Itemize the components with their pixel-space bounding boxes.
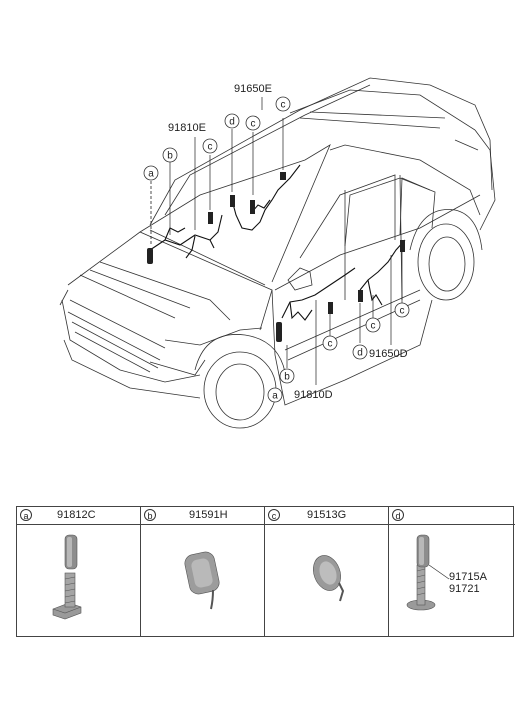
- parts-table: a 91812C b 91591H c 91513G: [16, 506, 515, 637]
- part-image-c: [265, 525, 388, 637]
- callout-c-front-door: c: [322, 335, 338, 351]
- svg-text:d: d: [229, 117, 235, 128]
- callout-c-mid: c: [245, 115, 261, 131]
- label-91810D: 91810D: [294, 389, 333, 401]
- svg-text:a: a: [272, 391, 278, 402]
- svg-text:d: d: [357, 348, 363, 359]
- svg-text:c: c: [371, 321, 376, 332]
- callout-b-top: b: [162, 147, 178, 163]
- badge-a: a: [20, 509, 32, 521]
- label-91650D: 91650D: [369, 348, 408, 360]
- callout-a-bottom: a: [267, 387, 283, 403]
- callout-d-top: d: [224, 113, 240, 129]
- callout-c-rear-door: c: [365, 317, 381, 333]
- badge-c: c: [268, 509, 280, 521]
- leader-lines: [150, 97, 403, 385]
- svg-text:b: b: [284, 372, 290, 383]
- part-code-91715A: 91715A: [449, 571, 487, 583]
- badge-d: d: [392, 509, 404, 521]
- callout-a-top: a: [143, 165, 159, 181]
- svg-text:c: c: [208, 142, 213, 153]
- svg-text:c: c: [328, 339, 333, 350]
- svg-text:a: a: [148, 169, 154, 180]
- svg-text:c: c: [251, 119, 256, 130]
- table-header-b: b 91591H: [141, 507, 265, 525]
- part-image-a: [17, 525, 140, 637]
- table-header-a: a 91812C: [17, 507, 141, 525]
- svg-text:c: c: [281, 100, 286, 111]
- svg-text:c: c: [400, 306, 405, 317]
- table-header-c: c 91513G: [265, 507, 389, 525]
- table-header-d: d: [389, 507, 515, 525]
- svg-text:b: b: [167, 151, 173, 162]
- connectors: [147, 172, 405, 342]
- callout-c-rear-right: c: [394, 302, 410, 318]
- part-code-91591H: 91591H: [189, 509, 228, 521]
- badge-b: b: [144, 509, 156, 521]
- part-code-91721: 91721: [449, 583, 480, 595]
- callout-c-top: c: [275, 96, 291, 112]
- callout-d-bottom: d: [352, 344, 368, 360]
- callout-c-left: c: [202, 138, 218, 154]
- vehicle-wiring-diagram: 91650E 91810E 91810D 91650D c d c c b a …: [59, 77, 496, 429]
- label-91650E: 91650E: [234, 83, 272, 95]
- part-code-91812C: 91812C: [57, 509, 96, 521]
- vehicle-body: [59, 77, 496, 429]
- part-image-b: [141, 525, 264, 637]
- callout-b-bottom: b: [279, 368, 295, 384]
- label-91810E: 91810E: [168, 122, 206, 134]
- part-image-d: [389, 525, 513, 637]
- part-code-91513G: 91513G: [307, 509, 347, 521]
- wiring-harnesses: [149, 164, 406, 321]
